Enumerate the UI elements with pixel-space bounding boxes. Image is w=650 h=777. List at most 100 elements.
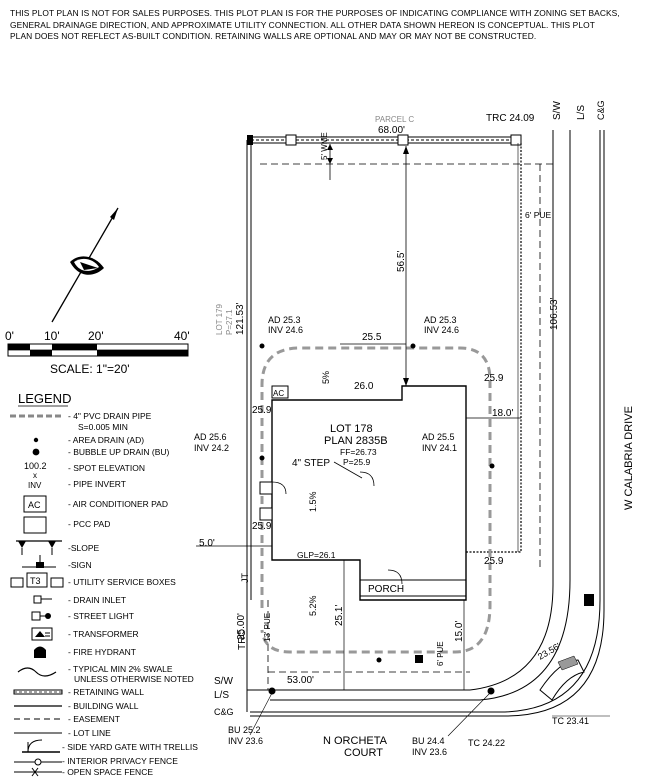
legend-item: - BUILDING WALL (68, 701, 139, 711)
landscape-label: L/S (214, 690, 229, 701)
sidewalk-label: S/W (214, 676, 233, 687)
right-depth-dim: 106.53' (549, 297, 560, 330)
lot-boundary (246, 130, 554, 691)
legend-item: - STREET LIGHT (68, 611, 134, 621)
street-name-bottom: N ORCHETA (323, 735, 388, 747)
scale-tick: 10' (44, 329, 60, 343)
utility-boxes-icon: T3 (10, 572, 64, 588)
house-footprint: AC LOT 178 PLAN 2835B FF=26.73 P=25.9 4"… (240, 371, 467, 616)
elevation-label: AD 25.3 (424, 315, 457, 325)
legend-item: - EASEMENT (68, 714, 120, 724)
spot-elevation-mark: x (33, 471, 37, 480)
transformer-icon (31, 627, 53, 641)
legend-item: - SIDE YARD GATE WITH TRELLIS (62, 742, 198, 752)
ac-label: AC (273, 389, 284, 398)
elevation-label: TC 24.22 (468, 738, 505, 748)
curb-gutter-label: C&G (214, 707, 234, 717)
side-elev: 25.9 (484, 556, 504, 567)
sidewalk-label: S/W (552, 101, 563, 120)
elevation-label: AD 25.5 (422, 432, 455, 442)
legend-item: - PIPE INVERT (68, 479, 126, 489)
privacy-fence-icon (14, 758, 62, 766)
street-edges (246, 130, 605, 717)
pue-left: 13' PUE (263, 613, 272, 642)
step-label: 4" STEP (292, 458, 330, 469)
ac-pad-icon (23, 495, 47, 513)
pad-width-dim: 25.5 (362, 332, 382, 343)
legend-item: -SIGN (68, 560, 92, 570)
finish-floor: FF=26.73 (340, 447, 377, 457)
adjacent-lot-label: LOT 179 (215, 303, 224, 335)
top-mid-elev: 26.0 (354, 381, 374, 392)
bubble-up-drain-icon (487, 687, 495, 695)
ac-pad (271, 385, 289, 399)
legend-item: - 4" PVC DRAIN PIPE (68, 411, 152, 421)
bubble-up-drain-icon (32, 448, 40, 456)
elevation-label: AD 25.6 (194, 432, 227, 442)
side-elev: 25.9 (252, 521, 272, 532)
landscape-label: L/S (576, 105, 587, 120)
legend-item: - SPOT ELEVATION (68, 463, 145, 473)
slope-label: 1.5% (308, 491, 318, 512)
left-setback-dim: 5.0' (199, 538, 215, 549)
area-drain-icon (33, 437, 39, 443)
drains: AD 25.3 INV 24.6 AD 25.3 INV 24.6 AD 25.… (194, 113, 610, 757)
disclaimer-line: PLAN DOES NOT REFLECT AS-BUILT CONDITION… (10, 31, 537, 41)
disclaimer-line: GENERAL DRAINAGE DIRECTION, AND APPROXIM… (10, 19, 595, 30)
area-drain-icon (259, 343, 265, 349)
utility-box-icon (584, 594, 594, 606)
bubble-up-drain-icon (268, 687, 276, 695)
legend-item: - AREA DRAIN (AD) (68, 435, 144, 445)
pcc-pad-icon (23, 516, 47, 534)
elevation-label: TC 23.41 (552, 716, 589, 726)
slope-icon (16, 540, 62, 555)
sign-icon (22, 555, 56, 568)
pad-elevation: P=25.9 (343, 457, 370, 467)
street-name-bottom: COURT (344, 747, 383, 759)
curb-gutter-label: C&G (596, 100, 606, 120)
legend-item: - AIR CONDITIONER PAD (68, 499, 168, 509)
wme-dim: 5' WME (320, 132, 329, 160)
jt-label: JT (240, 573, 250, 584)
swale-icon (17, 667, 57, 677)
pue-right: 6' PUE (525, 210, 552, 220)
front-left-dim: 25.00' (236, 613, 247, 640)
scale-tick: 40' (174, 329, 190, 343)
elevation-label: BU 25.2 (228, 725, 261, 735)
street-light-icon (31, 611, 51, 621)
elevation-label: INV 24.6 (424, 325, 459, 335)
legend-item: - DRAIN INLET (68, 595, 126, 605)
area-drain-icon (259, 455, 265, 461)
elevation-label: TRC 24.09 (486, 113, 535, 124)
legend-item: - TRANSFORMER (68, 629, 139, 639)
legend-item: - FIRE HYDRANT (68, 647, 136, 657)
drain-inlet-icon (33, 595, 52, 604)
disclaimer-note: THIS PLOT PLAN IS NOT FOR SALES PURPOSES… (10, 8, 640, 43)
legend: LEGEND - 4" PVC DRAIN PIPE S=0.005 MIN -… (10, 391, 198, 777)
legend-item: UNLESS OTHERWISE NOTED (74, 674, 194, 684)
fire-hydrant-icon (34, 646, 46, 658)
pue-front: 6' PUE (436, 641, 445, 666)
trc-left: TRC (237, 629, 248, 650)
spot-elevation-sample: 100.2 (24, 461, 47, 471)
rear-setback-dim: 56.5' (396, 251, 407, 272)
elevation-label: INV 24.1 (422, 443, 457, 453)
legend-item: - OPEN SPACE FENCE (62, 767, 153, 777)
right-setback-dim: 18.0' (492, 408, 513, 419)
elevation-label: INV 23.6 (228, 736, 263, 746)
elevation-label: INV 24.2 (194, 443, 229, 453)
open-space-fence-icon (14, 767, 62, 777)
dimensions: 68.00' 56.5' 5' WME 6' PUE 106.53' 121.5… (196, 125, 562, 690)
corner-dim: 23.56' (536, 641, 562, 662)
adjacent-lot-pad: P=27.1 (225, 309, 234, 335)
legend-item: - TYPICAL MIN 2% SWALE (68, 664, 173, 674)
legend-item: - PCC PAD (68, 519, 110, 529)
area-drain-icon (410, 343, 416, 349)
ac-pad-symbol: AC (28, 500, 41, 510)
legend-item: - RETAINING WALL (68, 687, 144, 697)
elevation-label: AD 25.3 (268, 315, 301, 325)
slope-label: 5.2% (308, 595, 318, 616)
glp-label: GLP=26.1 (297, 550, 336, 560)
lot-number: LOT 178 (330, 423, 373, 435)
